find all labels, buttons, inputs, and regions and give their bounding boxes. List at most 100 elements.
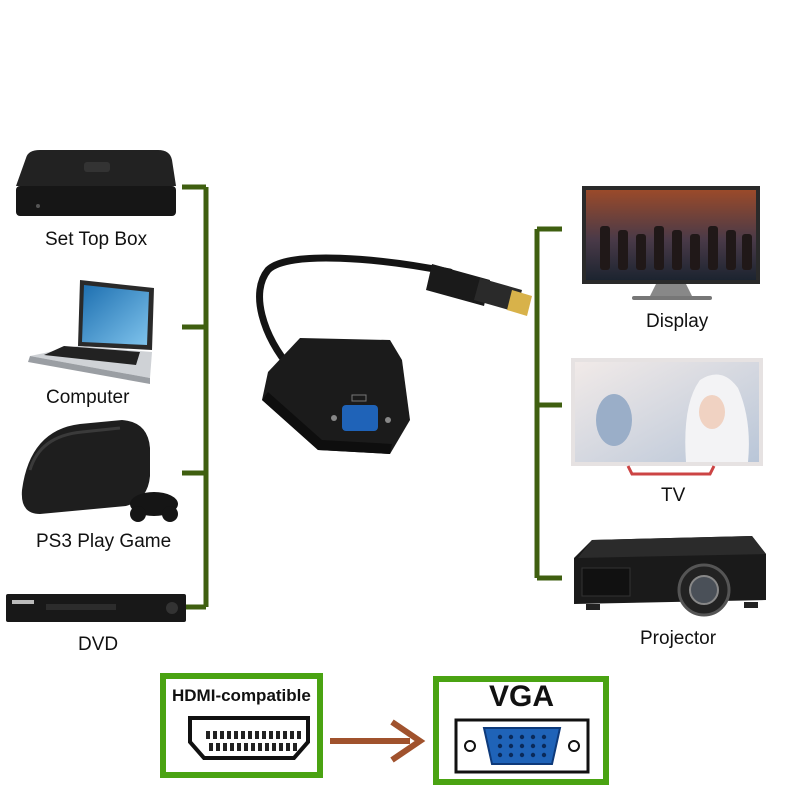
monitor-figure [708, 226, 718, 270]
dvd-knob [166, 602, 178, 614]
vga-pin [530, 734, 536, 740]
hdmi-pin [223, 743, 227, 751]
laptop-edge [28, 356, 150, 384]
hdmi-pin [293, 743, 297, 751]
source-label-ps3: PS3 Play Game [36, 531, 172, 552]
hdmi-pin [290, 731, 294, 739]
console-body [21, 420, 151, 514]
projector-foot [586, 604, 600, 610]
vga-legend-box [433, 676, 609, 785]
projector-icon [574, 536, 766, 617]
controller-grip [162, 506, 178, 522]
hdmi-pin [258, 743, 262, 751]
hdmi-pin [234, 731, 238, 739]
vga-screw [464, 740, 476, 752]
vga-pin [508, 734, 514, 740]
vga-pin [530, 743, 536, 749]
hdmi-pin [262, 731, 266, 739]
set-top-box-icon [16, 150, 176, 216]
projector-vent [581, 567, 631, 597]
output-bracket [534, 226, 562, 581]
arrow-head [390, 719, 426, 763]
tv-figure-2 [596, 394, 632, 446]
output-label-projector: Projector [640, 628, 717, 649]
set-top-box-logo [84, 162, 110, 172]
hdmi-plug-tip [507, 290, 532, 316]
projector-lens [689, 575, 719, 605]
hdmi-legend-box [160, 673, 323, 778]
hdmi-pin [209, 743, 213, 751]
monitor-figure [726, 230, 736, 270]
hdmi-to-vga-adapter-icon [256, 254, 532, 454]
hdmi-pin [206, 731, 210, 739]
hdmi-port-icon [188, 716, 310, 760]
hdmi-pin [227, 731, 231, 739]
hdmi-pin [248, 731, 252, 739]
dvd-player-icon [6, 594, 186, 622]
vga-pin [497, 743, 503, 749]
projector-top [578, 536, 766, 558]
vga-pin [541, 752, 547, 758]
projector-foot [744, 602, 758, 608]
monitor-icon [582, 186, 760, 300]
source-label-set-top-box: Set Top Box [45, 229, 148, 250]
adapter-body [262, 338, 410, 454]
monitor-figure [600, 226, 610, 270]
hdmi-pin [279, 743, 283, 751]
vga-pin [519, 743, 525, 749]
vga-screw [568, 740, 580, 752]
laptop-icon [28, 280, 154, 384]
source-label-computer: Computer [46, 387, 130, 408]
monitor-base [632, 296, 712, 300]
arrow-right-icon [330, 719, 426, 763]
set-top-box-front [16, 186, 176, 216]
hdmi-pin [216, 743, 220, 751]
vga-pin [519, 734, 525, 740]
hdmi-plug-body [426, 264, 490, 306]
laptop-keyboard [44, 346, 140, 365]
output-label-display: Display [646, 311, 709, 332]
laptop-screen [82, 285, 149, 345]
monitor-stand [650, 284, 692, 296]
tv-icon [571, 358, 763, 476]
dvd-tray [46, 604, 116, 610]
adapter-screw [331, 415, 337, 421]
hdmi-pin [276, 731, 280, 739]
vga-port-icon [454, 718, 590, 774]
vga-pin [508, 743, 514, 749]
output-label-tv: TV [661, 485, 686, 506]
hdmi-pin [255, 731, 259, 739]
hdmi-pin [213, 731, 217, 739]
dvd-brand [12, 600, 34, 604]
source-bracket [182, 184, 209, 610]
vga-pin [541, 734, 547, 740]
source-label-dvd: DVD [78, 634, 119, 655]
adapter-vga-port [342, 405, 378, 431]
vga-pin [519, 752, 525, 758]
monitor-figure [636, 234, 646, 270]
console-highlight [28, 426, 121, 471]
monitor-figure [672, 230, 682, 270]
controller-grip [130, 506, 146, 522]
monitor-figure [618, 230, 628, 270]
hdmi-pin [283, 731, 287, 739]
vga-pin [541, 743, 547, 749]
vga-pin [530, 752, 536, 758]
hdmi-pin [244, 743, 248, 751]
hdmi-pin [241, 731, 245, 739]
adapter-cable [256, 254, 454, 374]
vga-pin [508, 752, 514, 758]
adapter-screw [385, 417, 391, 423]
hdmi-pin [286, 743, 290, 751]
hdmi-pin [230, 743, 234, 751]
tv-stand [626, 465, 716, 476]
tv-figure-face [699, 395, 725, 429]
hdmi-pin [237, 743, 241, 751]
monitor-figure [654, 226, 664, 270]
vga-legend-label: VGA [489, 680, 555, 713]
port-legend [160, 673, 609, 785]
vga-pin [497, 752, 503, 758]
adapter-shadow [262, 392, 392, 454]
monitor-figure [742, 234, 752, 270]
game-console-icon [21, 420, 178, 522]
